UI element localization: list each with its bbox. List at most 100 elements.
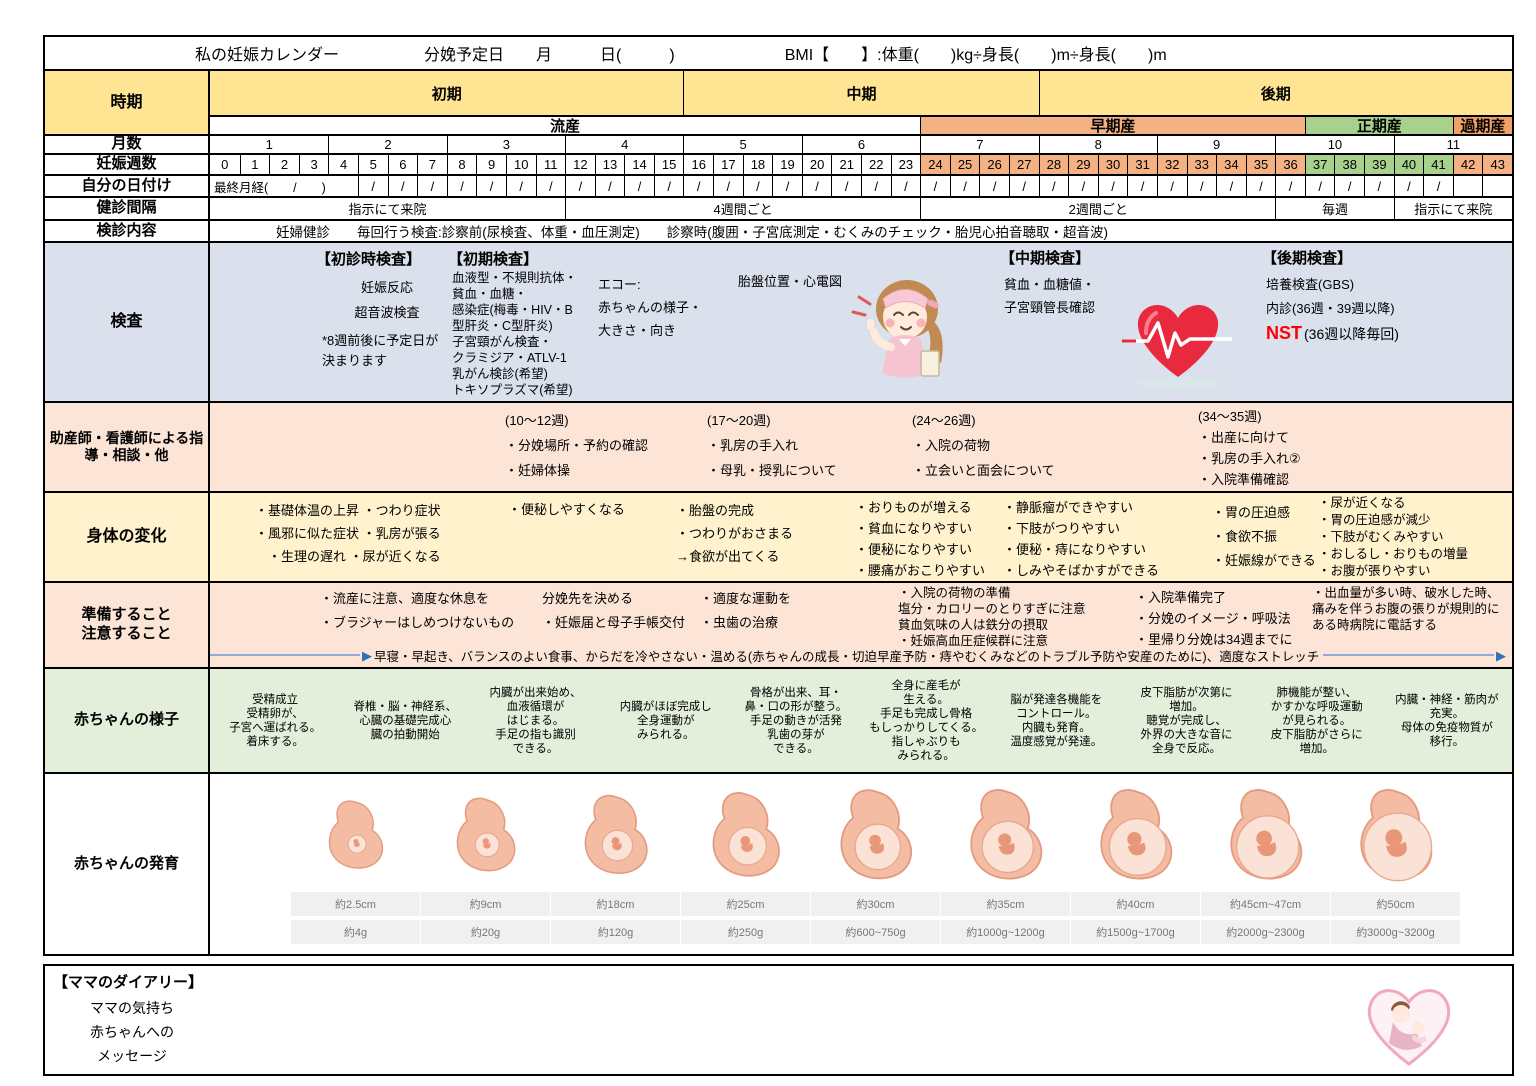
interval-cell: 指示にて来院	[1393, 198, 1512, 219]
week-cell: 42	[1452, 155, 1483, 174]
nurse-illustration	[843, 257, 967, 389]
term-band-cell: 正期産	[1304, 117, 1453, 134]
body-changes-col-6: ・胃の圧迫感・食欲不振・妊娠線ができる	[1212, 505, 1316, 568]
row-label-baby-growth: 赤ちゃんの発育	[73, 854, 179, 872]
fetus-illustration	[317, 783, 393, 888]
fetus-illustration	[698, 783, 792, 888]
week-cell: 16	[683, 155, 714, 174]
baby-weight-label: 約1000g~1200g	[940, 920, 1070, 944]
baby-weight-label: 約4g	[290, 920, 420, 944]
week-cell: 18	[742, 155, 773, 174]
period-cell-16: 中期	[683, 71, 1039, 115]
date-slash-cell: /	[1127, 176, 1157, 196]
row-label-checkup-content: 検診内容	[45, 221, 208, 243]
own-dates-row: 最終月経( / )///////////////////////////////…	[210, 176, 1512, 198]
week-cell: 34	[1216, 155, 1246, 174]
date-slash-cell: /	[1008, 176, 1039, 196]
date-slash-cell: /	[387, 176, 418, 196]
baby-state-column: 骨格が出来、耳・鼻・口の形が整う。手足の動きが活発乳歯の芽ができる。	[744, 686, 848, 755]
baby-length-label: 約25cm	[680, 892, 810, 916]
week-cell: 6	[387, 155, 418, 174]
diary-lines: ママの気持ち赤ちゃんへのメッセージ	[90, 1000, 174, 1064]
baby-state-column: 全身に産毛が生える。手足も完成し骨格もしっかりしてくる。指しゃぶりもみられる。	[869, 679, 984, 762]
placenta-exam-text: 胎盤位置・心電図	[738, 274, 843, 289]
row-label-months: 月数	[45, 135, 208, 155]
week-cell: 27	[1008, 155, 1039, 174]
baby-weight-label: 約20g	[420, 920, 550, 944]
late-exam-items: 培養検査(GBS)内診(36週・39週以降)	[1266, 277, 1395, 316]
preparation-row: ・流産に注意、適度な休息を・ブラジャーはしめつけないもの 分娩先を決める・妊娠届…	[210, 583, 1512, 669]
baby-growth-cell: 約30cm 約600~750g	[810, 783, 940, 944]
date-slash-cell: /	[505, 176, 536, 196]
midwife-items: ・出産に向けて・乳房の手入れ②・入院準備確認	[1198, 430, 1301, 487]
baby-state-column: 肺機能が整い、かすかな呼吸運動が見られる。皮下脂肪がさらに増加。	[1270, 686, 1363, 755]
date-empty-cell	[1482, 176, 1512, 196]
term-bands-row: 流産早期産正期産過期産	[210, 117, 1512, 136]
date-slash-cell: /	[357, 176, 388, 196]
week-cell: 9	[476, 155, 506, 174]
tests-row: 【初診時検査】 妊娠反応超音波検査 *8週前後に予定日が決まります 【初期検査】…	[210, 243, 1512, 403]
midwife-guidance-row: (10～12週) ・分娩場所・予約の確認・妊婦体操 (17～20週) ・乳房の手…	[210, 403, 1512, 493]
early-exam-heading: 【初期検査】	[448, 251, 539, 268]
date-slash-cell: /	[565, 176, 595, 196]
baby-weight-label: 約600~750g	[810, 920, 940, 944]
date-empty-cell	[1452, 176, 1483, 196]
last-period-cell: 最終月経( / )	[214, 180, 326, 195]
date-slash-cell: /	[979, 176, 1009, 196]
lifestyle-note-text: 早寝・早起き、バランスのよい食事、からだを冷やさない・温める(赤ちゃんの成長・切…	[374, 649, 1320, 664]
preparation-col-4: ・入院の荷物の準備塩分・カロリーのとりすぎに注意貧血気味の人は鉄分の摂取・妊娠高…	[898, 586, 1086, 648]
month-cell: 3	[446, 136, 565, 153]
date-slash-cell: /	[1245, 176, 1276, 196]
fetus-illustration	[1206, 783, 1324, 888]
week-cell: 0	[210, 155, 240, 174]
month-cell: 4	[565, 136, 683, 153]
month-cell: 11	[1393, 136, 1512, 153]
date-slash-cell: /	[1364, 176, 1394, 196]
week-cell: 3	[298, 155, 329, 174]
baby-state-column: 皮下脂肪が次第に増加。聴覚が完成し、外界の大きな音に全身で反応。	[1140, 686, 1233, 755]
row-label-body-changes: 身体の変化	[45, 493, 208, 583]
body-changes-col-7: ・尿が近くなる・胃の圧迫感が減少・下肢がむくみやすい・おしるし・おりもの増量・お…	[1318, 496, 1469, 578]
fetus-illustration	[1079, 783, 1191, 888]
baby-length-label: 約9cm	[420, 892, 550, 916]
baby-length-label: 約30cm	[810, 892, 940, 916]
date-slash-cell: /	[683, 176, 713, 196]
week-cell: 30	[1097, 155, 1128, 174]
midwife-items: ・分娩場所・予約の確認・妊婦体操	[505, 438, 649, 478]
date-slash-cell: /	[742, 176, 773, 196]
preparation-col-5: ・入院準備完了・分娩のイメージ・呼吸法・里帰り分娩は34週までに	[1135, 590, 1293, 647]
month-cell: 1	[265, 137, 273, 152]
midwife-block-24-26: (24～26週) ・入院の荷物・立会いと面会について	[912, 408, 1055, 483]
interval-cell: 4週間ごと	[565, 198, 920, 219]
interval-cell: 指示にて来院	[348, 202, 427, 217]
baby-length-label: 約18cm	[550, 892, 680, 916]
date-slash-cell: /	[1216, 176, 1246, 196]
baby-state-column: 内臓が出来始め、血液循環がはじまる。手足の指も識別できる。	[489, 686, 582, 755]
week-cell: 39	[1364, 155, 1394, 174]
baby-length-label: 約45cm~47cm	[1200, 892, 1330, 916]
echo-exam-items: エコー:赤ちゃんの様子・大きさ・向き	[598, 277, 703, 338]
row-label-tests: 検査	[45, 243, 208, 403]
fetus-illustration	[444, 783, 526, 888]
week-cell: 25	[949, 155, 980, 174]
fetus-illustration	[952, 783, 1058, 888]
date-slash-cell: /	[1156, 176, 1187, 196]
week-cell: 5	[357, 155, 388, 174]
date-slash-cell: /	[801, 176, 832, 196]
date-slash-cell: /	[1186, 176, 1217, 196]
row-label-checkup-interval: 健診間隔	[45, 198, 208, 221]
date-slash-cell: /	[1097, 176, 1128, 196]
baby-length-label: 約50cm	[1330, 892, 1460, 916]
interval-cell: 毎週	[1275, 198, 1393, 219]
heart-ecg-illustration	[1122, 293, 1234, 391]
date-slash-cell: /	[1275, 176, 1305, 196]
date-slash-cell: /	[417, 176, 447, 196]
period-cell-0: 初期	[210, 71, 684, 115]
